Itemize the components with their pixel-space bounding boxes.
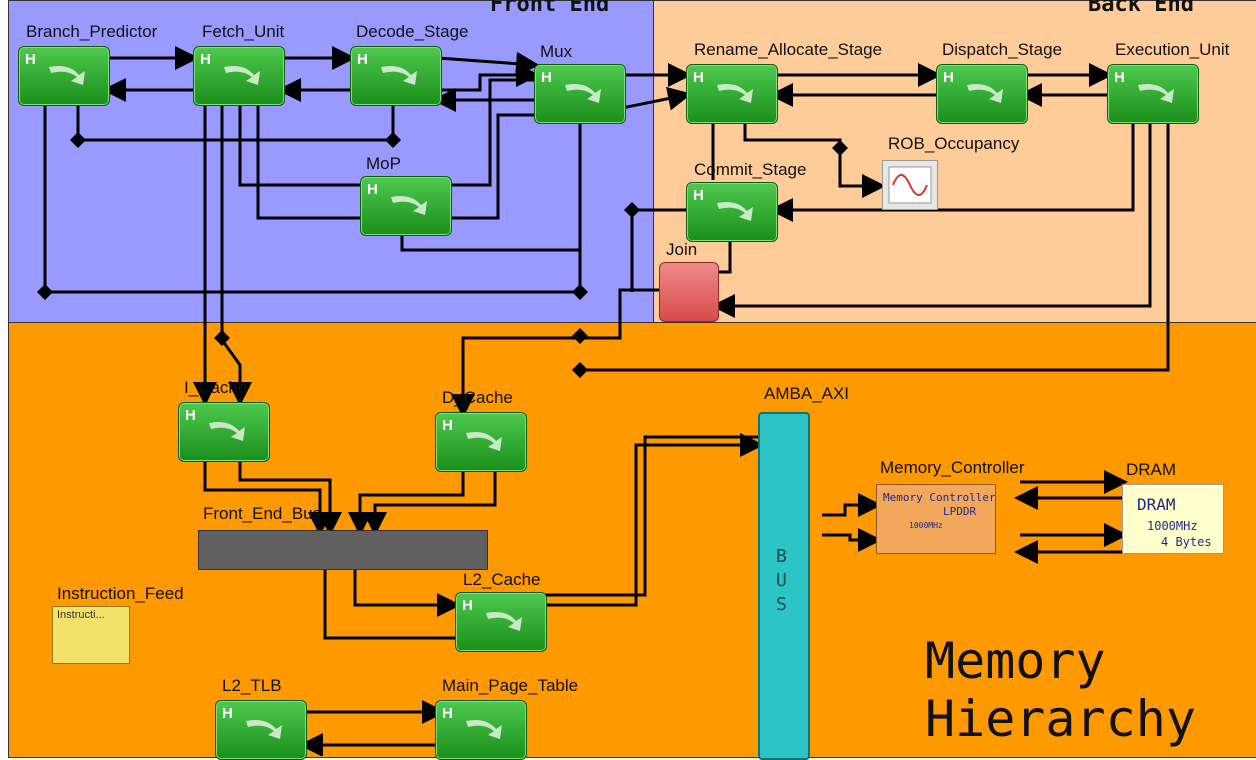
rename-allocate-stage-label: Rename_Allocate_Stage: [694, 40, 883, 59]
hierarchy-glyph: H: [693, 187, 704, 204]
mux-block[interactable]: H: [534, 64, 626, 124]
hierarchy-glyph: H: [185, 407, 196, 424]
instruction-feed-label: Instruction_Feed: [57, 584, 184, 603]
instruction-feed-box[interactable]: Instructi...: [52, 606, 130, 664]
hierarchy-arrow-icon: [565, 84, 601, 103]
l2-cache-label: L2_Cache: [463, 570, 541, 589]
mop-label: MoP: [366, 154, 401, 173]
mop-block[interactable]: H: [360, 176, 452, 236]
hierarchy-arrow-icon: [224, 66, 260, 85]
hierarchy-arrow-icon: [246, 720, 282, 739]
i-cache-block[interactable]: H: [178, 402, 270, 462]
join-label: Join: [666, 240, 698, 259]
hierarchy-glyph: H: [943, 69, 954, 86]
hierarchy-glyph: H: [693, 69, 704, 86]
l2-cache-block[interactable]: H: [455, 592, 547, 652]
amba-bus-text: BUS: [776, 546, 787, 615]
memory-controller-line1: Memory Controller: [883, 491, 996, 504]
fetch-unit-label: Fetch_Unit: [202, 22, 285, 41]
hierarchy-arrow-icon: [49, 66, 85, 85]
hierarchy-glyph: H: [357, 51, 368, 68]
hierarchy-glyph: H: [462, 597, 473, 614]
memory-controller-box[interactable]: Memory Controller LPDDR 1000MHz: [876, 484, 996, 554]
amba-axi-label: AMBA_AXI: [764, 384, 850, 403]
main-page-table-label: Main_Page_Table: [442, 676, 579, 695]
hierarchy-arrow-icon: [209, 422, 245, 441]
hierarchy-arrow-icon: [717, 202, 753, 221]
memory-controller-line3: 1000MHz: [909, 521, 943, 530]
l2-tlb-block[interactable]: H: [215, 700, 307, 760]
front-end-region: [8, 0, 654, 324]
hierarchy-glyph: H: [367, 181, 378, 198]
amba-axi-bus[interactable]: [758, 412, 810, 760]
join-block[interactable]: [659, 262, 719, 322]
rob-occupancy-label: ROB_Occupancy: [888, 134, 1020, 153]
hierarchy-arrow-icon: [967, 84, 1003, 103]
hierarchy-arrow-icon: [381, 66, 417, 85]
dram-label: DRAM: [1126, 460, 1177, 479]
hierarchy-glyph: H: [1114, 69, 1125, 86]
i-cache-label: I_Cache: [184, 378, 248, 397]
main-page-table-block[interactable]: H: [435, 700, 527, 760]
execution-unit-block[interactable]: H: [1107, 64, 1199, 124]
hierarchy-glyph: H: [222, 705, 233, 722]
dispatch-stage-label: Dispatch_Stage: [942, 40, 1063, 59]
rob-occupancy-scope[interactable]: [882, 160, 938, 210]
hierarchy-glyph: H: [541, 69, 552, 86]
fetch-unit-block[interactable]: H: [193, 46, 285, 106]
hierarchy-arrow-icon: [466, 432, 502, 451]
dram-box[interactable]: DRAM 1000MHz 4 Bytes: [1122, 484, 1224, 554]
dispatch-stage-block[interactable]: H: [936, 64, 1028, 124]
hierarchy-arrow-icon: [466, 720, 502, 739]
front-end-bus-bar[interactable]: [198, 530, 488, 570]
dram-line2: 1000MHz: [1147, 519, 1198, 533]
decode-stage-label: Decode_Stage: [356, 22, 469, 41]
decode-stage-block[interactable]: H: [350, 46, 442, 106]
back-end-region: [653, 0, 1256, 324]
back-end-title: Back End: [1088, 0, 1194, 17]
d-cache-label: D_Cache: [442, 388, 513, 407]
memory-controller-line2: LPDDR: [943, 505, 977, 518]
l2-tlb-label: L2_TLB: [222, 676, 282, 695]
hierarchy-arrow-icon: [717, 84, 753, 103]
dram-line3: 4 Bytes: [1161, 535, 1212, 549]
hierarchy-glyph: H: [442, 705, 453, 722]
hierarchy-arrow-icon: [1138, 84, 1174, 103]
mux-label: Mux: [540, 42, 573, 61]
front-end-title: Front End: [490, 0, 610, 17]
hierarchy-glyph: H: [442, 417, 453, 434]
waveform-icon: [888, 166, 932, 204]
hierarchy-arrow-icon: [391, 196, 427, 215]
memory-controller-label: Memory_Controller: [880, 458, 1025, 477]
branch-predictor-label: Branch_Predictor: [26, 22, 158, 41]
d-cache-block[interactable]: H: [435, 412, 527, 472]
rename-allocate-stage-block[interactable]: H: [686, 64, 778, 124]
hierarchy-arrow-icon: [486, 612, 522, 631]
front-end-bus-label: Front_End_Bus: [203, 504, 322, 523]
memory-hierarchy-title: Memory Hierarchy: [925, 632, 1196, 748]
commit-stage-block[interactable]: H: [686, 182, 778, 242]
hierarchy-glyph: H: [25, 51, 36, 68]
branch-predictor-block[interactable]: H: [18, 46, 110, 106]
hierarchy-glyph: H: [200, 51, 211, 68]
commit-stage-label: Commit_Stage: [694, 160, 807, 179]
instruction-feed-text: Instructi...: [57, 609, 105, 621]
dram-line1: DRAM: [1137, 495, 1176, 514]
execution-unit-label: Execution_Unit: [1115, 40, 1230, 59]
